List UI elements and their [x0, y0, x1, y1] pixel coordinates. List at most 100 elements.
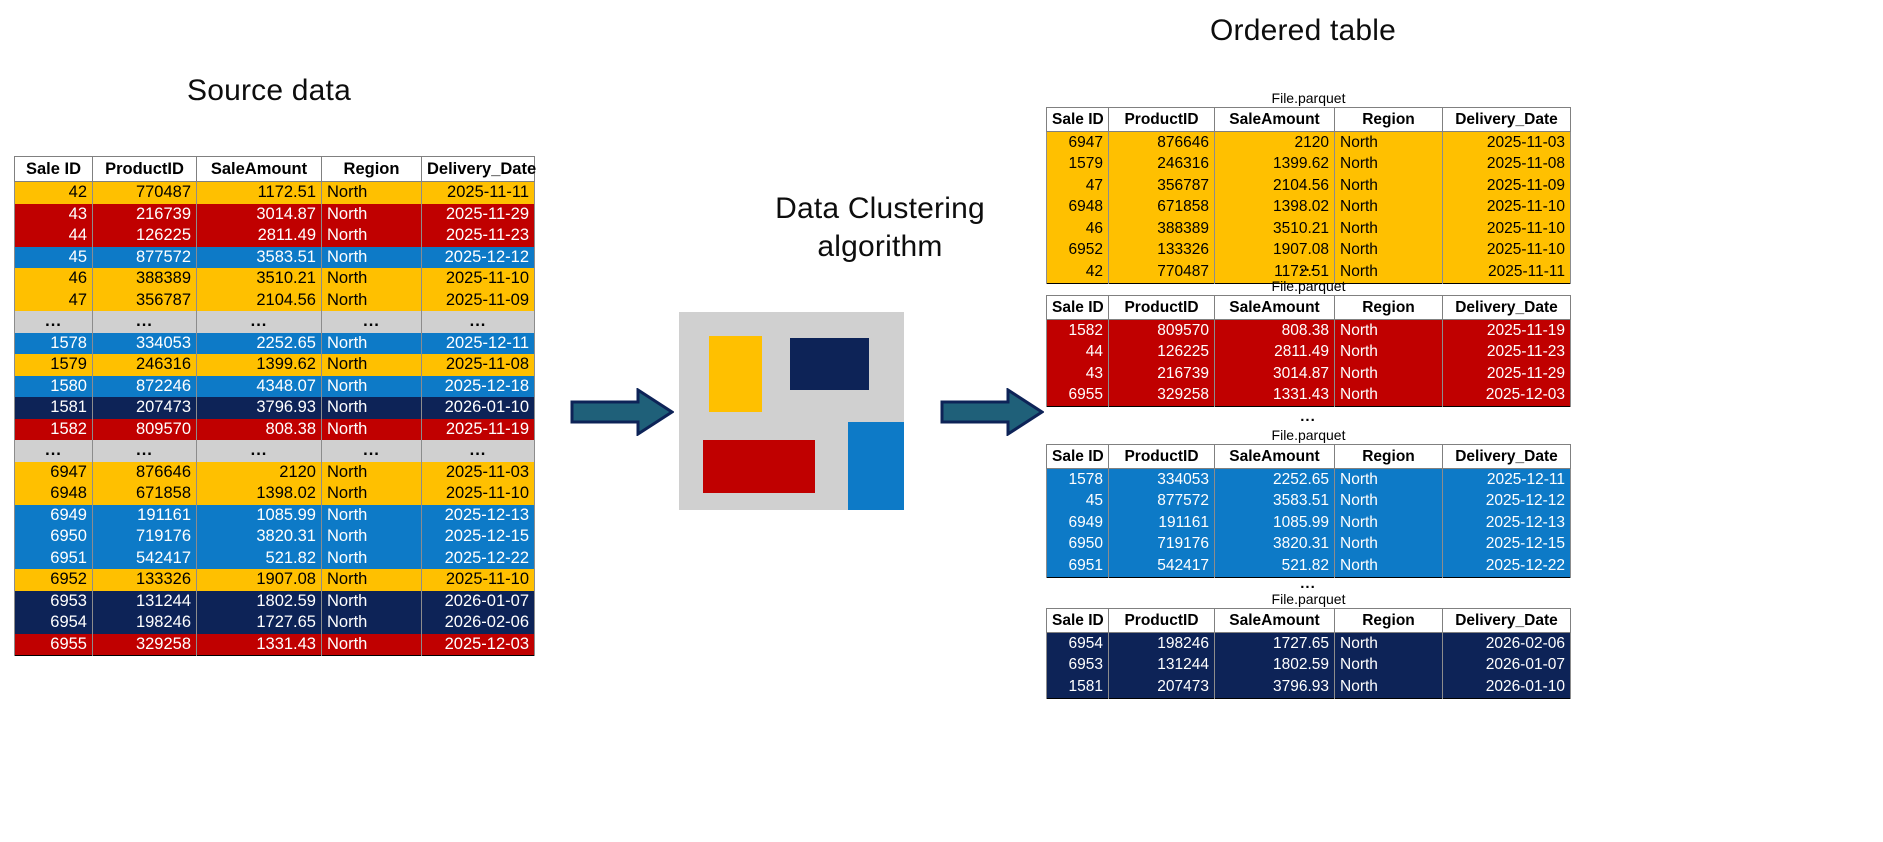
- cell-sale-id: 6948: [1046, 196, 1109, 218]
- cell-sale-id: 6947: [14, 461, 93, 483]
- cell-delivery-date: 2025-11-10: [421, 483, 535, 505]
- cell-delivery-date: 2025-12-22: [421, 547, 535, 569]
- cell-region: North: [321, 612, 422, 634]
- column-header-sale-amount: SaleAmount: [196, 156, 322, 182]
- ordered-table-blue: Sale ID ProductID SaleAmount Region Deli…: [1046, 444, 1571, 578]
- ordered-table-navy: Sale ID ProductID SaleAmount Region Deli…: [1046, 608, 1571, 699]
- cell-sale-amount: 1172.51: [1214, 261, 1335, 283]
- cell-sale-amount: 3820.31: [196, 526, 322, 548]
- cell-delivery-date: 2025-11-19: [1442, 319, 1571, 342]
- column-header-region: Region: [1334, 295, 1443, 320]
- cell-delivery-date: ...: [421, 440, 535, 462]
- file-label-3: File.parquet: [1271, 427, 1346, 443]
- cell-sale-id: 42: [14, 181, 93, 204]
- cell-product-id: 131244: [92, 590, 197, 612]
- cell-region: North: [321, 289, 422, 311]
- cell-sale-amount: 1331.43: [1214, 384, 1335, 407]
- cell-sale-amount: 3510.21: [1214, 218, 1335, 240]
- cell-product-id: 542417: [1108, 555, 1215, 577]
- ellipsis-separator-3: ...: [1300, 575, 1316, 592]
- cell-sale-amount: 1085.99: [1214, 512, 1335, 534]
- cell-product-id: ...: [92, 311, 197, 333]
- cell-product-id: 207473: [1108, 676, 1215, 698]
- cell-sale-id: 46: [1046, 218, 1109, 240]
- cell-product-id: 126225: [92, 225, 197, 247]
- cell-product-id: 876646: [92, 461, 197, 483]
- cell-delivery-date: 2025-11-09: [1442, 175, 1571, 197]
- cell-region: North: [321, 268, 422, 290]
- cell-sale-amount: 2811.49: [1214, 341, 1335, 363]
- cell-sale-amount: 3583.51: [196, 246, 322, 268]
- column-header-product-id: ProductID: [1108, 444, 1215, 469]
- cell-product-id: 542417: [92, 547, 197, 569]
- cell-region: North: [321, 375, 422, 397]
- cell-sale-id: 1579: [14, 354, 93, 376]
- cell-delivery-date: 2025-11-09: [421, 289, 535, 311]
- cell-delivery-date: ...: [421, 311, 535, 333]
- cell-delivery-date: 2025-11-11: [1442, 261, 1571, 283]
- cell-delivery-date: 2026-01-07: [1442, 654, 1571, 676]
- cell-sale-id: 6954: [14, 612, 93, 634]
- cell-sale-amount: 808.38: [1214, 319, 1335, 342]
- cell-region: North: [1334, 239, 1443, 261]
- cell-sale-amount: 1172.51: [196, 181, 322, 204]
- cell-sale-amount: 1907.08: [196, 569, 322, 591]
- cell-region: ...: [321, 440, 422, 462]
- cell-region: North: [321, 418, 422, 440]
- cell-sale-id: 1579: [1046, 153, 1109, 175]
- ordered-table-yellow: Sale ID ProductID SaleAmount Region Deli…: [1046, 107, 1571, 284]
- column-header-product-id: ProductID: [1108, 608, 1215, 633]
- cell-product-id: 719176: [92, 526, 197, 548]
- cell-delivery-date: 2025-12-15: [1442, 533, 1571, 555]
- ordered-table-red: Sale ID ProductID SaleAmount Region Deli…: [1046, 295, 1571, 407]
- cell-delivery-date: 2025-12-12: [1442, 490, 1571, 512]
- cell-sale-id: 6951: [14, 547, 93, 569]
- cell-sale-amount: 3014.87: [1214, 363, 1335, 385]
- cell-region: North: [1334, 676, 1443, 698]
- cell-sale-id: 1581: [1046, 676, 1109, 698]
- cell-delivery-date: 2026-02-06: [421, 612, 535, 634]
- cell-region: North: [1334, 153, 1443, 175]
- cell-product-id: 719176: [1108, 533, 1215, 555]
- cell-product-id: 334053: [92, 332, 197, 354]
- arrow-right-icon-output: [940, 388, 1044, 436]
- cell-product-id: 671858: [1108, 196, 1215, 218]
- cell-sale-amount: 1802.59: [1214, 654, 1335, 676]
- cell-delivery-date: 2026-01-10: [421, 397, 535, 419]
- cell-delivery-date: 2025-12-12: [421, 246, 535, 268]
- column-header-delivery-date: Delivery_Date: [1442, 608, 1571, 633]
- cell-product-id: 133326: [1108, 239, 1215, 261]
- cell-delivery-date: 2025-12-11: [421, 332, 535, 354]
- cell-sale-id: ...: [14, 311, 93, 333]
- cell-region: ...: [321, 311, 422, 333]
- cluster-block-yellow: [709, 336, 762, 412]
- cell-delivery-date: 2025-11-29: [421, 203, 535, 225]
- cell-product-id: 356787: [1108, 175, 1215, 197]
- ellipsis-separator-2: ...: [1300, 408, 1316, 425]
- cell-sale-amount: 3796.93: [196, 397, 322, 419]
- cell-sale-id: 6954: [1046, 632, 1109, 655]
- cell-region: North: [1334, 319, 1443, 342]
- cell-sale-amount: 2252.65: [1214, 468, 1335, 491]
- cell-sale-id: 1578: [14, 332, 93, 354]
- cell-sale-amount: 1727.65: [1214, 632, 1335, 655]
- cell-product-id: ...: [92, 440, 197, 462]
- cell-product-id: 872246: [92, 375, 197, 397]
- cell-delivery-date: 2025-12-03: [421, 633, 535, 656]
- cell-sale-amount: 2811.49: [196, 225, 322, 247]
- cell-region: North: [321, 332, 422, 354]
- cell-sale-id: 47: [1046, 175, 1109, 197]
- cell-delivery-date: 2025-11-29: [1442, 363, 1571, 385]
